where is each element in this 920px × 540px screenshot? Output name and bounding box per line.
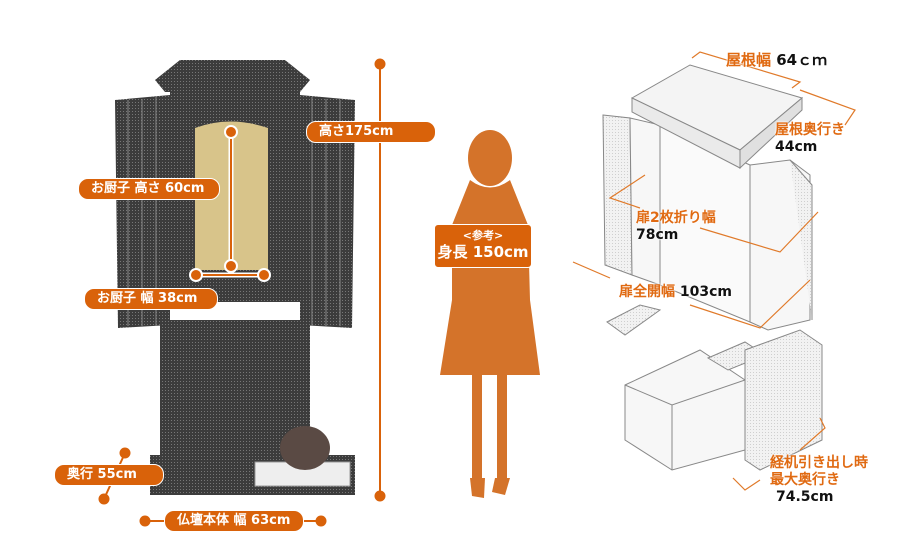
drawer-depth-name1: 経机引き出し時: [770, 455, 868, 471]
door-full-label: 扉全開幅 103cm: [619, 284, 732, 301]
door-full-name: 扉全開幅: [619, 284, 675, 300]
roof-width-value: 64ｃｍ: [776, 51, 828, 69]
reference-height-badge: <参考> 身長 150cm: [434, 224, 532, 268]
cabinet-drawing: [602, 64, 823, 471]
roof-width-name: 屋根幅: [726, 51, 772, 69]
person-silhouette: [440, 130, 540, 498]
reference-height: 身長 150cm: [437, 243, 529, 261]
door-fold-value: 78cm: [636, 227, 679, 243]
drawer-depth-name2: 最大奥行き: [770, 472, 840, 488]
drawer-depth-value: 74.5cm: [776, 489, 834, 505]
depth-label: 奥行 55cm: [54, 464, 164, 486]
roof-depth-name: 屋根奥行き: [775, 122, 845, 138]
dimension-lines: [98, 58, 386, 527]
reference-title: <参考>: [462, 229, 504, 242]
door-full-value: 103cm: [679, 284, 732, 300]
total-height-label: 高さ175cm: [306, 121, 436, 143]
zushi-width-label: お厨子 幅 38cm: [84, 288, 218, 310]
door-fold-name: 扉2枚折り幅: [636, 210, 716, 226]
roof-width-label: 屋根幅 64ｃｍ: [726, 52, 827, 69]
roof-depth-value: 44cm: [775, 139, 818, 155]
cabinet-dimension-lines: [572, 51, 856, 491]
body-width-label: 仏壇本体 幅 63cm: [164, 510, 304, 532]
zushi-height-label: お厨子 高さ 60cm: [78, 178, 220, 200]
